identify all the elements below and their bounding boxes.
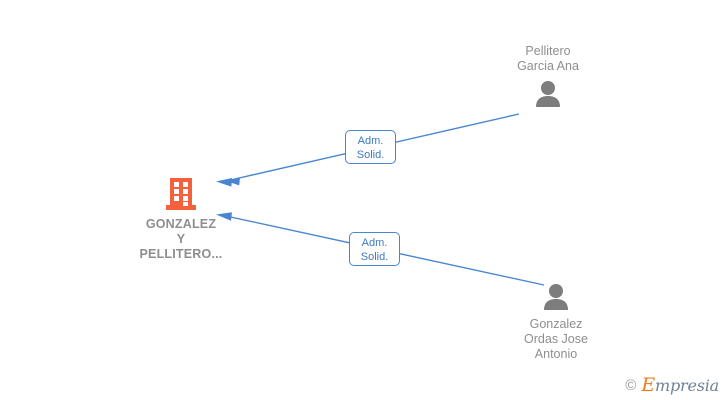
edge-arrowhead-pellitero [226,177,240,186]
company-name-label: GONZALEZ Y PELLITERO... [139,217,223,261]
edge-arrowhead-gonzalez [216,212,232,221]
relation-label-pellitero[interactable]: Adm. Solid. [345,130,396,164]
brand-initial: E [641,374,655,396]
watermark: © Empresia [625,374,719,396]
person-node-gonzalez[interactable]: Gonzalez Ordas Jose Antonio [481,283,631,362]
person-node-pellitero[interactable]: Pellitero Garcia Ana [473,44,623,108]
person-name-label: Gonzalez Ordas Jose Antonio [524,317,588,361]
brand-rest: mpresia [655,376,719,395]
person-icon [544,284,568,310]
building-icon [166,178,196,210]
person-icon [536,81,560,107]
relation-label-gonzalez[interactable]: Adm. Solid. [349,232,400,266]
brand-name: Empresia [641,374,719,396]
edge-arrow-tip-pellitero [216,178,232,187]
copyright-icon: © [625,377,637,394]
person-name-label: Pellitero Garcia Ana [517,44,579,73]
company-node[interactable]: GONZALEZ Y PELLITERO... [110,176,252,262]
